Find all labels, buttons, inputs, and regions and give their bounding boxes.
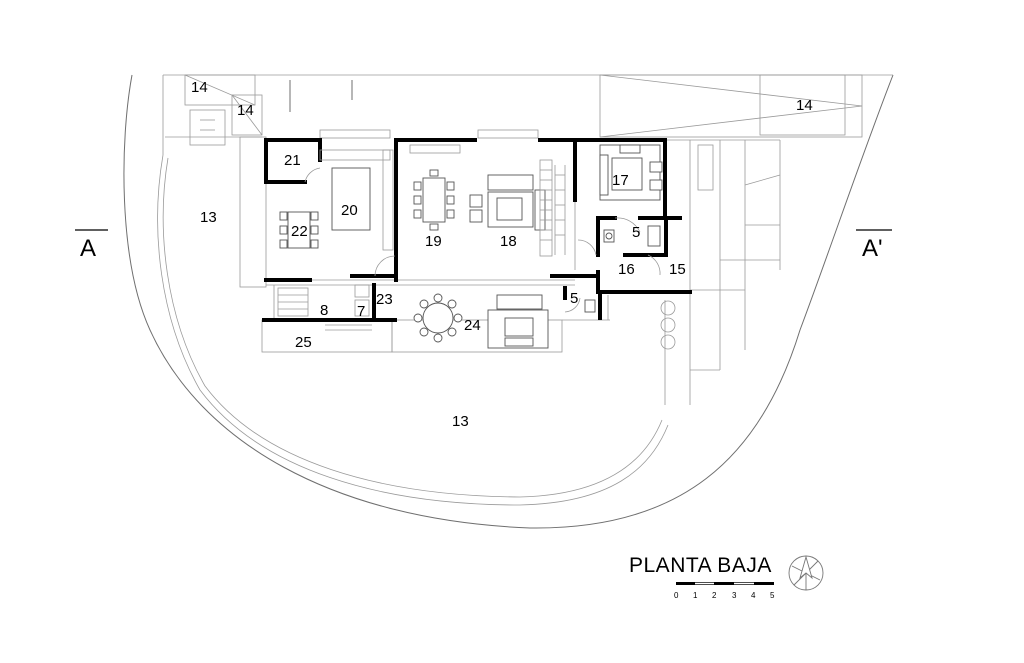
scale-tick-label: 2 (712, 591, 717, 600)
upper-terraces (165, 74, 863, 146)
room-label-17: 17 (612, 172, 629, 189)
room-label-21: 21 (284, 152, 301, 169)
kitchen-furniture (279, 149, 394, 251)
study-furniture (599, 144, 663, 201)
scale-tick-label: 3 (732, 591, 737, 600)
room-label-14: 14 (191, 79, 208, 96)
room-label-5: 5 (570, 290, 578, 307)
room-label-16: 16 (618, 261, 635, 278)
room-label-23: 23 (376, 291, 393, 308)
room-label-13: 13 (200, 209, 217, 226)
bath-fixtures (564, 217, 661, 313)
scale-tick-label: 1 (693, 591, 698, 600)
section-mark-a-prime: A' (862, 235, 883, 262)
room-label-19: 19 (425, 233, 442, 250)
room-labels: 14 14 14 13 13 21 20 22 19 18 17 5 16 15… (191, 79, 813, 430)
room-label-14: 14 (796, 97, 813, 114)
room-label-7: 7 (357, 303, 365, 320)
plan-title: PLANTA BAJA (629, 554, 772, 577)
room-label-24: 24 (464, 317, 481, 334)
section-mark-a: A (80, 235, 96, 262)
room-label-14: 14 (237, 102, 254, 119)
north-arrow-icon (788, 555, 824, 591)
room-label-13: 13 (452, 413, 469, 430)
room-label-18: 18 (500, 233, 517, 250)
scale-tick-label: 5 (770, 591, 775, 600)
scale-tick-label: 4 (751, 591, 756, 600)
scale-tick-label: 0 (674, 591, 679, 600)
room-label-25: 25 (295, 334, 312, 351)
room-label-20: 20 (341, 202, 358, 219)
right-side-steps (660, 139, 781, 405)
room-label-15: 15 (669, 261, 686, 278)
terrace-furniture (413, 293, 549, 349)
room-label-8: 8 (320, 302, 328, 319)
service-area (273, 255, 396, 331)
scale-bar: 0 1 2 3 4 5 (674, 582, 775, 600)
living-furniture (409, 144, 566, 257)
room-label-5: 5 (632, 224, 640, 241)
room-label-22: 22 (291, 223, 308, 240)
